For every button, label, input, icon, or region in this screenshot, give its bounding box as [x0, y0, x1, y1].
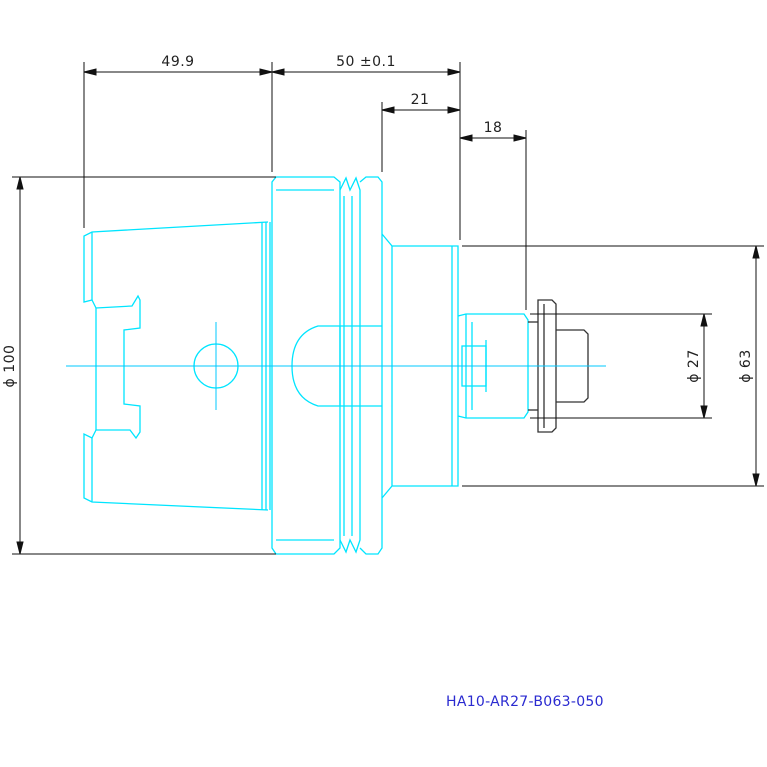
dim-arbor-diameter: ϕ 27 — [686, 349, 702, 383]
flange-ring — [359, 176, 383, 555]
dim-body-diameter: ϕ 63 — [738, 349, 754, 383]
dim-pilot-length: 18 — [484, 120, 503, 136]
center-lines — [66, 322, 606, 410]
dim-gauge-length: 50 ±0.1 — [336, 54, 396, 70]
part-code-label: HA10-AR27-B063-050 — [446, 694, 604, 710]
dim-flange-depth: 49.9 — [161, 54, 194, 70]
dim-flange-diameter: ϕ 100 — [2, 345, 18, 388]
dimension-lines — [12, 62, 764, 555]
flange-groove — [339, 176, 361, 554]
taper-shank — [83, 221, 269, 511]
dim-body-length: 21 — [411, 92, 430, 108]
flange — [271, 176, 341, 555]
